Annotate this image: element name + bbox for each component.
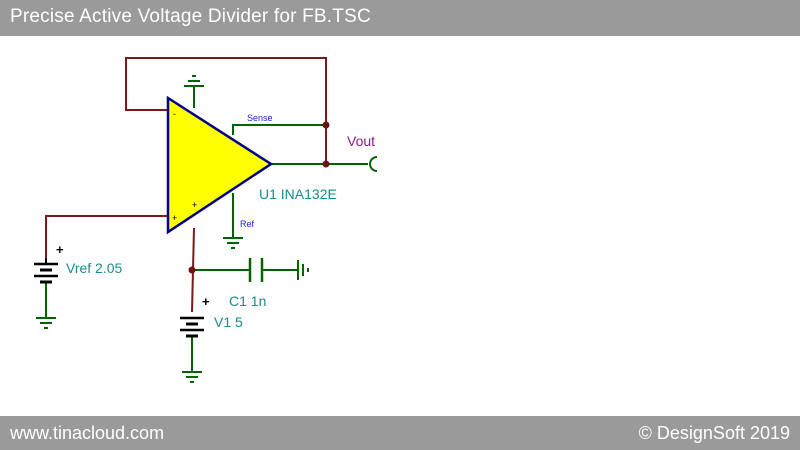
junction-output (322, 160, 330, 168)
sense-label: Sense (247, 113, 273, 123)
vref-label: Vref 2.05 (66, 260, 123, 276)
opamp-minus-sign: - (173, 109, 176, 119)
ground-icon-v1 (182, 371, 202, 383)
opamp-plus-sign-bottom: + (192, 200, 197, 210)
footer-copyright: © DesignSoft 2019 (638, 423, 790, 443)
window-title: Precise Active Voltage Divider for FB.TS… (10, 6, 371, 27)
ref-label: Ref (240, 219, 255, 229)
u1-label: U1 INA132E (259, 186, 337, 202)
opamp-plus-sign: + (172, 213, 177, 223)
battery-v1[interactable] (180, 316, 204, 338)
green-wires (45, 86, 368, 372)
v1-plus-sign: + (202, 294, 210, 309)
ground-icon-ref (223, 237, 243, 249)
schematic-canvas[interactable]: - + + (0, 36, 800, 416)
battery-vref[interactable] (34, 258, 58, 284)
footer-bar: www.tinacloud.com © DesignSoft 2019 (0, 416, 800, 450)
c1-label: C1 1n (229, 293, 266, 309)
vout-label: Vout (347, 133, 375, 149)
title-bar: Precise Active Voltage Divider for FB.TS… (0, 0, 800, 36)
junction-sense (322, 121, 330, 129)
ground-icon-vref (36, 317, 56, 329)
footer-website-link[interactable]: www.tinacloud.com (10, 423, 165, 443)
capacitor-c1[interactable] (248, 258, 264, 282)
ground-icon-top (184, 75, 204, 87)
junction-cap (188, 266, 196, 274)
ground-icon-cap (297, 260, 309, 280)
schematic-svg: - + + (34, 57, 378, 383)
feedback-wires (125, 57, 327, 164)
v1-label: V1 5 (214, 314, 243, 330)
vref-plus-sign: + (56, 242, 64, 257)
vout-terminal-icon[interactable] (369, 156, 378, 172)
junctions (188, 121, 330, 274)
opamp-body[interactable] (166, 95, 274, 235)
